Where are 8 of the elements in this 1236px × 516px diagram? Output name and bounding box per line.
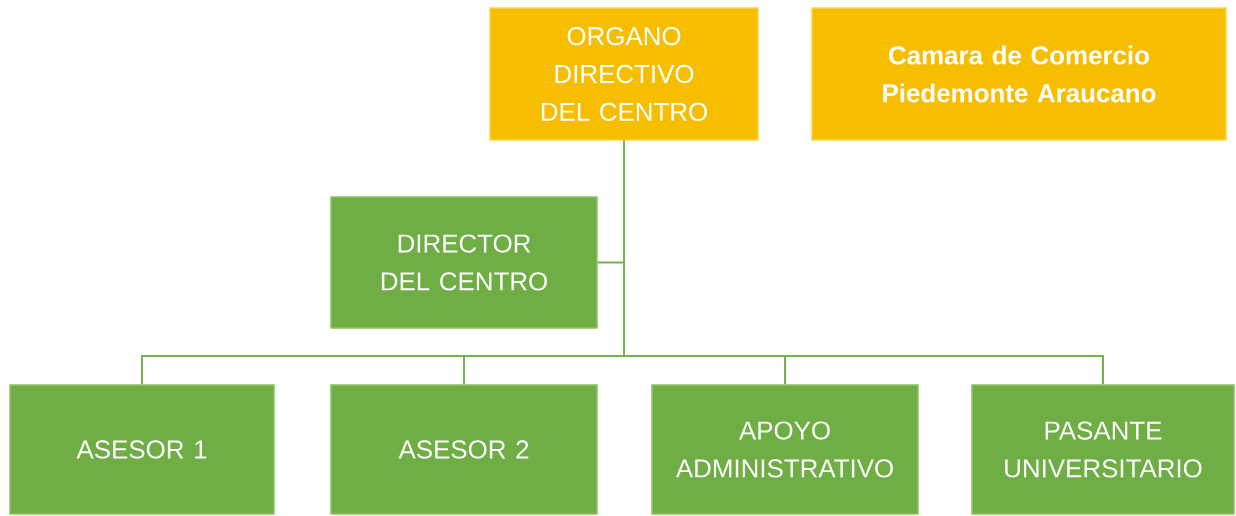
- org-box: PASANTE UNIVERSITARIO: [971, 384, 1235, 515]
- org-box: ORGANO DIRECTIVO DEL CENTRO: [489, 7, 759, 141]
- org-box: DIRECTOR DEL CENTRO: [330, 196, 598, 329]
- org-box: Camara de Comercio Piedemonte Araucano: [811, 7, 1227, 141]
- org-box: ASESOR 2: [330, 384, 598, 515]
- org-box: ASESOR 1: [9, 384, 275, 515]
- org-box: APOYO ADMINISTRATIVO: [651, 384, 919, 515]
- connector-line: [623, 139, 1104, 386]
